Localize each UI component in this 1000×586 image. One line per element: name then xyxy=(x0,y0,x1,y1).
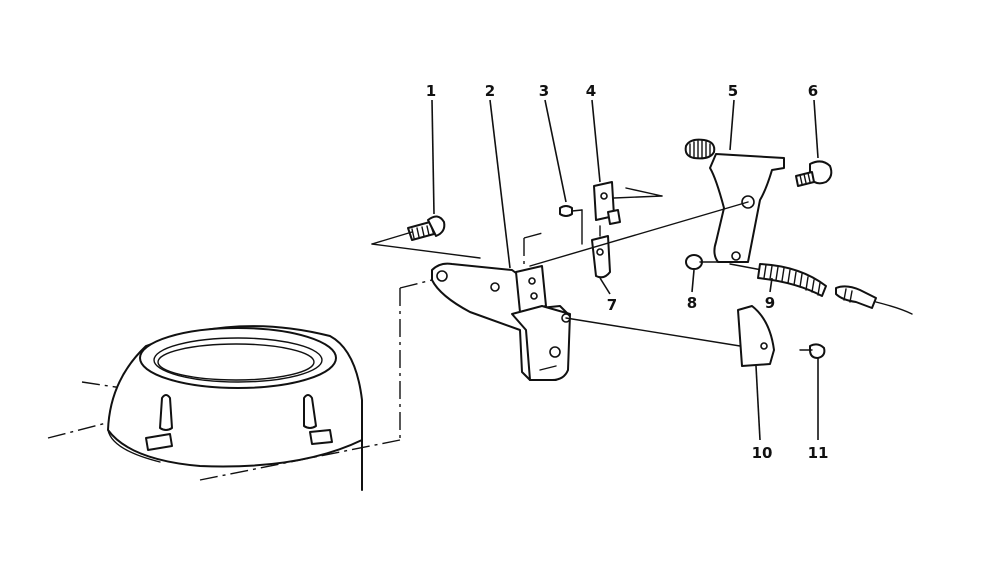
callout-leaders xyxy=(431,99,819,441)
callout-2: 2 xyxy=(485,82,495,100)
part-7-clamp-lower xyxy=(591,225,611,279)
callout-numbers: 1 2 3 4 5 6 7 8 9 10 11 xyxy=(426,82,829,462)
callout-7: 7 xyxy=(607,296,617,314)
part-10-plate xyxy=(565,305,775,367)
callout-3: 3 xyxy=(539,82,549,100)
callout-5: 5 xyxy=(728,82,738,100)
callout-9: 9 xyxy=(765,294,775,312)
callout-10: 10 xyxy=(752,444,773,462)
part-11-screw xyxy=(799,343,826,359)
part-4-clamp xyxy=(593,181,663,225)
part-3-screw xyxy=(559,205,583,245)
callout-11: 11 xyxy=(808,444,829,462)
part-9-cable xyxy=(729,263,913,315)
part-2-bracket xyxy=(399,231,571,440)
engine-cowl-base xyxy=(47,325,401,491)
part-5-lever xyxy=(529,138,785,267)
part-1-bolt xyxy=(371,215,481,259)
part-8-pin xyxy=(685,254,731,270)
part-6-nut xyxy=(795,160,833,187)
callout-6: 6 xyxy=(808,82,818,100)
callout-4: 4 xyxy=(586,82,596,100)
callout-8: 8 xyxy=(687,294,697,312)
callout-1: 1 xyxy=(426,82,436,100)
